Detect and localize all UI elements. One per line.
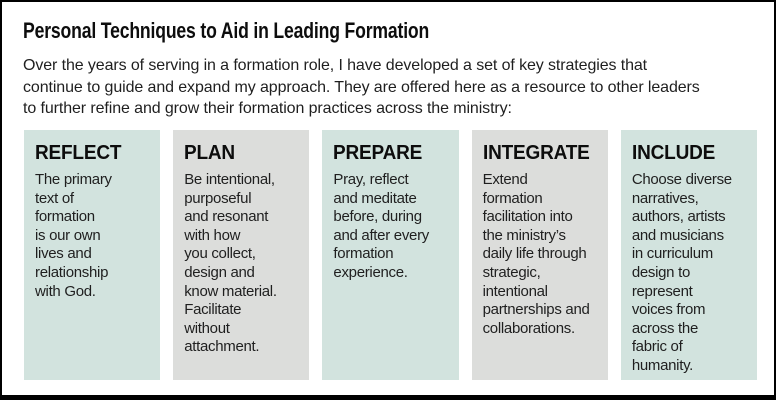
techniques-row: REFLECT The primary text of formation is… (24, 130, 758, 380)
technique-column-include: INCLUDE Choose diverse narratives, autho… (620, 130, 758, 380)
column-body: Extend formation facilitation into the m… (482, 171, 590, 337)
technique-column-plan: PLAN Be intentional, purposeful and reso… (173, 130, 310, 380)
technique-column-prepare: PREPARE Pray, reflect and meditate befor… (322, 130, 459, 380)
column-heading: INCLUDE (631, 142, 715, 164)
column-heading: PREPARE (333, 142, 423, 164)
column-body: Be intentional, purposeful and resonant … (184, 171, 277, 356)
column-body: The primary text of formation is our own… (35, 171, 112, 300)
technique-column-reflect: REFLECT The primary text of formation is… (24, 130, 161, 380)
intro-paragraph: Over the years of serving in a formation… (23, 57, 700, 117)
column-body: Pray, reflect and meditate before, durin… (333, 171, 429, 281)
column-body: Choose diverse narratives, authors, arti… (631, 171, 732, 374)
technique-column-integrate: INTEGRATE Extend formation facilitation … (471, 130, 608, 380)
column-heading: REFLECT (35, 142, 122, 164)
page-title: Personal Techniques to Aid in Leading Fo… (23, 18, 430, 43)
column-heading: INTEGRATE (482, 142, 590, 164)
column-heading: PLAN (184, 142, 236, 164)
